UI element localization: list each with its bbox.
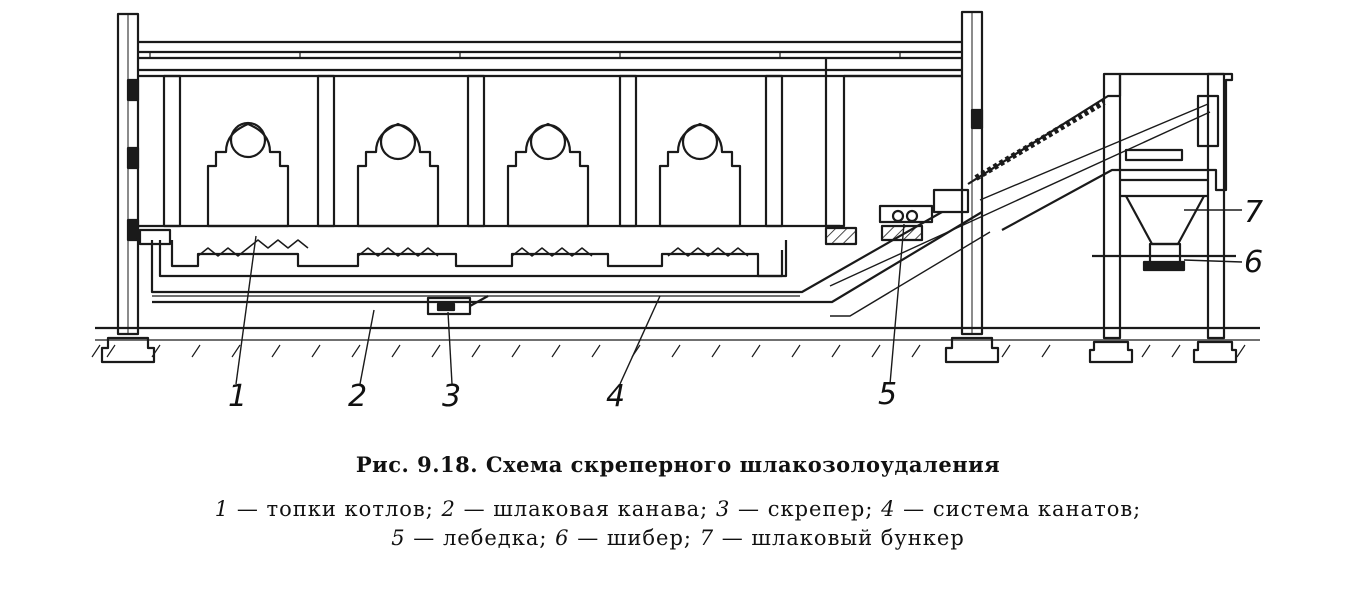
scraper bbox=[426, 295, 489, 316]
slag-bunker bbox=[1088, 72, 1238, 364]
legend-text-6: — шибер; bbox=[577, 526, 692, 550]
legend-text-2: — шлаковая канава; bbox=[463, 497, 709, 521]
callout-5: 5 bbox=[878, 377, 897, 412]
winch bbox=[878, 188, 970, 242]
legend-num-2: 2 bbox=[441, 497, 456, 521]
legend-text-5: — лебедка; bbox=[413, 526, 548, 550]
callout-6: 6 bbox=[1244, 245, 1263, 280]
furnace-floor bbox=[138, 224, 858, 278]
legend-text-3: — скрепер; bbox=[738, 497, 874, 521]
callout-2: 2 bbox=[348, 379, 367, 414]
callout-1: 1 bbox=[228, 379, 247, 414]
callout-7: 7 bbox=[1244, 195, 1263, 230]
left-column bbox=[100, 12, 156, 364]
roof-beams bbox=[138, 40, 962, 78]
figure-title: Рис. 9.18. Схема скреперного шлакозолоуд… bbox=[355, 452, 1001, 477]
callout-leaders bbox=[235, 209, 1243, 385]
legend-num-6: 6 bbox=[555, 526, 570, 550]
legend-text-1: — топки котлов; bbox=[236, 497, 434, 521]
building-posts bbox=[162, 58, 962, 228]
scraper-ash-removal-diagram: 1 2 3 4 5 6 7 bbox=[91, 10, 1263, 414]
slag-channel bbox=[150, 211, 991, 317]
right-column bbox=[944, 10, 1000, 364]
callout-4: 4 bbox=[606, 379, 625, 414]
legend-num-5: 5 bbox=[391, 526, 406, 550]
callout-3: 3 bbox=[442, 379, 461, 414]
boiler-furnaces bbox=[206, 121, 742, 228]
legend-num-4: 4 bbox=[881, 497, 896, 521]
legend-text-4: — система канатов; bbox=[903, 497, 1142, 521]
legend-line-1: 1 — топки котлов; 2 — шлаковая канава; 3… bbox=[0, 497, 1356, 521]
legend-num-1: 1 bbox=[214, 497, 230, 521]
ground bbox=[91, 326, 1260, 358]
legend-num-7: 7 bbox=[699, 526, 715, 550]
legend-num-3: 3 bbox=[715, 497, 731, 521]
legend-text-7: — шлаковый бункер bbox=[721, 526, 965, 550]
legend-line-2: 5 — лебедка; 6 — шибер; 7 — шлаковый бун… bbox=[0, 526, 1356, 550]
